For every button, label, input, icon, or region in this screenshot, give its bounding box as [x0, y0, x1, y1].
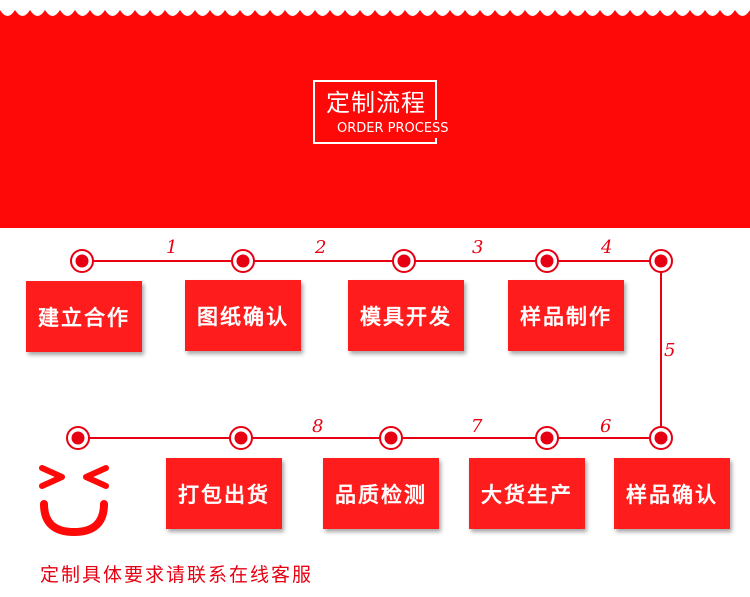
step-box-6: 大货生产: [469, 458, 585, 529]
node-dot: [75, 254, 89, 268]
wave-edge-shape: [0, 0, 750, 16]
step-number-3: 3: [472, 237, 484, 258]
step-number-2: 2: [315, 237, 327, 258]
step-number-6: 6: [600, 416, 612, 437]
step-label-7: 品质检测: [335, 482, 427, 507]
node-dot: [71, 431, 85, 445]
step-number-4: 4: [601, 237, 613, 258]
step-number-7: 7: [471, 416, 483, 437]
step-box-3: 模具开发: [348, 280, 464, 351]
step-label-5: 样品确认: [626, 482, 718, 507]
step-label-6: 大货生产: [481, 482, 573, 507]
step-box-5: 样品确认: [614, 458, 730, 529]
node-dot: [236, 254, 250, 268]
flow-node-1: [70, 249, 94, 273]
zigzag-edge: [0, 0, 750, 16]
flow-node-3: [392, 249, 416, 273]
node-dot: [234, 431, 248, 445]
connector-lines: [78, 260, 662, 439]
step-box-2: 图纸确认: [185, 280, 301, 351]
step-box-1: 建立合作: [26, 281, 142, 352]
step-label-8: 打包出货: [178, 482, 270, 507]
node-dot: [397, 254, 411, 268]
node-dot: [384, 431, 398, 445]
step-box-8: 打包出货: [166, 458, 282, 529]
node-dot: [540, 431, 554, 445]
step-number-1: 1: [166, 237, 178, 258]
smiley-face-icon: [39, 465, 109, 536]
step-label-3: 模具开发: [360, 304, 452, 329]
step-box-7: 品质检测: [323, 458, 439, 529]
flow-node-2: [231, 249, 255, 273]
step-number-8: 8: [312, 416, 324, 437]
flow-node-9: [535, 426, 559, 450]
title-frame: [313, 80, 437, 144]
step-number-5: 5: [664, 340, 676, 361]
flow-nodes: [66, 249, 673, 450]
flow-node-6: [66, 426, 90, 450]
node-dot: [654, 431, 668, 445]
step-label-1: 建立合作: [38, 305, 130, 330]
flow-node-5: [649, 249, 673, 273]
flow-node-4: [535, 249, 559, 273]
node-dot: [654, 254, 668, 268]
node-dot: [540, 254, 554, 268]
step-label-4: 样品制作: [520, 304, 612, 329]
page-subtitle: ORDER PROCESS: [333, 120, 453, 138]
step-label-2: 图纸确认: [197, 304, 289, 329]
flow-node-7: [229, 426, 253, 450]
footer-note: 定制具体要求请联系在线客服: [40, 564, 314, 586]
flow-node-10: [649, 426, 673, 450]
flow-node-8: [379, 426, 403, 450]
page-title: 定制流程: [322, 86, 430, 120]
step-box-4: 样品制作: [508, 280, 624, 351]
